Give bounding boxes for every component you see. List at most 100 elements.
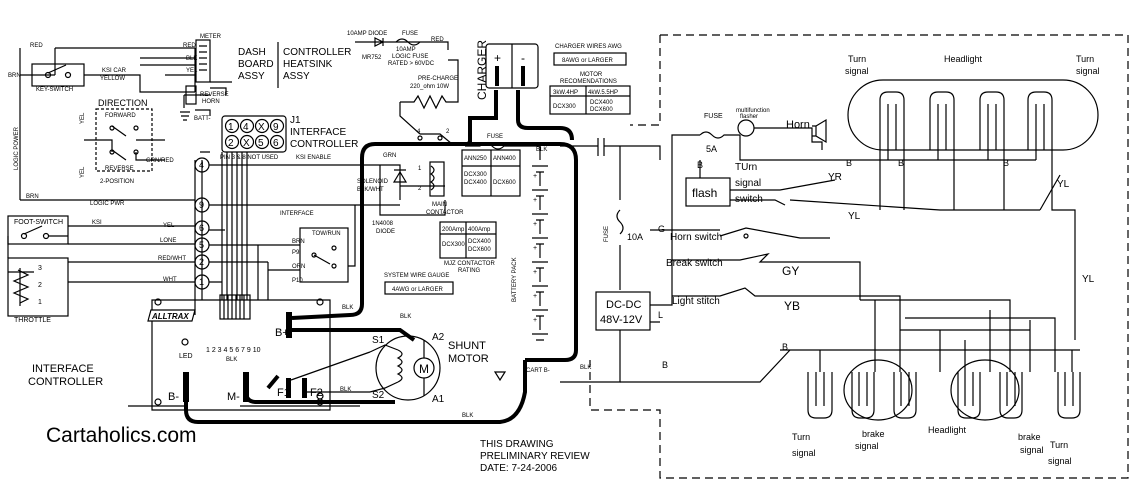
precharge-value: 220_ohm 10W [410, 84, 449, 90]
meter-yel-label: YEL [186, 68, 198, 74]
meter-red-label: RED [183, 43, 196, 49]
node-6: 6 [199, 223, 204, 233]
fuse-table-a1: ANN250 [464, 156, 487, 162]
motor-table-b3: DCX600 [590, 107, 613, 113]
blk-bat-label: BLK [536, 147, 547, 153]
pin-1-node [194, 274, 210, 290]
motor-housing [375, 335, 441, 401]
turn-bl-2: signal [792, 448, 816, 458]
motor-table-a1: 3kW.4HP [553, 90, 578, 96]
turn-switch-label-1: TUrn [735, 162, 757, 173]
b-dcdc-label: B [662, 360, 668, 370]
turn-tr-1: Turn [1076, 54, 1094, 64]
logic-pwr-label: LOGIC PWR [90, 201, 125, 207]
pin-5-node [194, 237, 210, 253]
meter-label: METER [200, 34, 222, 40]
contact-2: 2 [446, 129, 450, 135]
alltrax-controller: ALLTRAX 1 2 3 4 5 6 7 9 10 LED B- M- B+ [128, 294, 360, 411]
key-switch-section: RED BRN KEY-SWITCH KSI CAR YELLOW RED BL… [8, 34, 222, 200]
f2-label: F2 [310, 387, 323, 399]
tow-run-label: TOW/RUN [312, 231, 341, 237]
reverse-label: REVERSE [105, 166, 134, 172]
headlight-top-label: Headlight [944, 54, 983, 64]
front-lights: Turn signal Headlight Turn signal [845, 54, 1100, 340]
controller-caption: CONTROLLER [28, 376, 103, 388]
fuse2-label: FUSE [604, 226, 610, 242]
gy-label: GY [782, 264, 799, 278]
lone-label: LONE [160, 238, 176, 244]
grn-red-label: GRN/RED [146, 158, 174, 164]
heatsink-label: HEATSINK [283, 59, 333, 70]
j1-interface: INTERFACE [290, 127, 346, 138]
charger-plus: + [494, 51, 501, 65]
ksi-car-label: KSI CAR [102, 68, 127, 74]
yl-label-1: YL [848, 211, 861, 222]
blk-label-5: BLK [462, 413, 473, 419]
fuse-note1: 10AMP [396, 47, 416, 53]
horn-right-label: Horn [786, 119, 810, 131]
solenoid-label: SOLENOID [357, 179, 389, 185]
brn-tow-label: BRN [292, 239, 305, 245]
j1-connector: 1 4 X 9 2 X 5 6 J1 INTERFACE CONTROLLER [221, 115, 358, 153]
headlight-assembly [847, 79, 1099, 151]
wire-gauge-value: 4AWG or LARGER [392, 287, 443, 293]
signal-left-label: signal [855, 441, 879, 451]
alltrax-logo: ALLTRAX [151, 312, 189, 321]
j1-pins-bottom: 2 X 5 6 [224, 134, 285, 150]
j1-pin-b2: X [243, 138, 250, 149]
throttle: 3 2 1 THROTTLE LONE RED/WHT WHT [7, 238, 195, 324]
motor-m: M [419, 362, 429, 376]
pin-4-node [194, 157, 210, 173]
s1-label: S1 [372, 335, 385, 346]
charger-minus: - [521, 51, 525, 65]
two-position-label: 2-POSITION [100, 179, 134, 185]
battery-pack-label: BATTERY PACK [512, 257, 518, 302]
dash-label: DASH [238, 47, 266, 58]
charger: CHARGER + - [475, 40, 539, 100]
right-brake-lens [950, 359, 1020, 421]
meter-box [195, 39, 211, 83]
motor-table-a2: DCX300 [553, 104, 576, 110]
reverse-horn-label: REVERSE [200, 92, 229, 98]
mjz-label: MJZ CONTACTOR [444, 261, 495, 267]
batt-minus-label: BATT- [194, 116, 211, 122]
yellow-label: YELLOW [100, 76, 125, 82]
brn-wire-label: BRN [8, 73, 21, 79]
interface-wire-label: INTERFACE [280, 211, 314, 217]
fuse-5a-label: FUSE [704, 113, 723, 120]
node-1: 1 [199, 277, 204, 287]
dcdc-line1: DC-DC [606, 299, 641, 311]
blk-wht-label: BLK/WHT [357, 187, 384, 193]
p10-label: P10 [292, 278, 303, 284]
blk-bottom-label: BLK [580, 365, 591, 371]
throttle-label: THROTTLE [14, 317, 51, 324]
logic-power: LOGIC POWER BRN LOGIC PWR [14, 126, 195, 207]
j1-pin-t4: 9 [273, 122, 279, 133]
brn-logic-label: BRN [26, 194, 39, 200]
j1-pin-b1: 2 [228, 138, 234, 149]
flasher-icon [737, 119, 755, 137]
j1-pins-top: 1 4 X 9 [224, 118, 285, 134]
wht-label: WHT [163, 277, 177, 283]
dc-dc-box [595, 291, 651, 331]
dcdc-line2: 48V-12V [600, 314, 643, 326]
led-indicator [181, 338, 189, 346]
charger-label: CHARGER [475, 40, 489, 100]
red-wht-label: RED/WHT [158, 256, 186, 262]
mjz-table-b1: 400Amp [468, 227, 491, 233]
assy2-label: ASSY [283, 71, 310, 82]
harness: 4 9 6 5 2 1 PIN 3 & 8 NOT USED KSI ENABL… [194, 48, 400, 315]
motor-rec-title: MOTOR [580, 72, 603, 78]
controller-labels: DASH BOARD ASSY CONTROLLER HEATSINK ASSY [238, 42, 351, 88]
f1-label: F1 [277, 387, 290, 399]
node-4: 4 [199, 160, 204, 170]
flasher-label-2: flasher [740, 114, 758, 120]
turn-tl-1: Turn [848, 54, 866, 64]
m-minus-label: M- [227, 391, 240, 403]
mjz-label2: RATING [458, 268, 481, 274]
blk-label-6: BLK [226, 357, 237, 363]
flasher-label-1: multifunction [736, 108, 770, 114]
throttle-pin-3: 3 [38, 265, 42, 272]
charger-wires-value: 8AWG or LARGER [562, 58, 613, 64]
